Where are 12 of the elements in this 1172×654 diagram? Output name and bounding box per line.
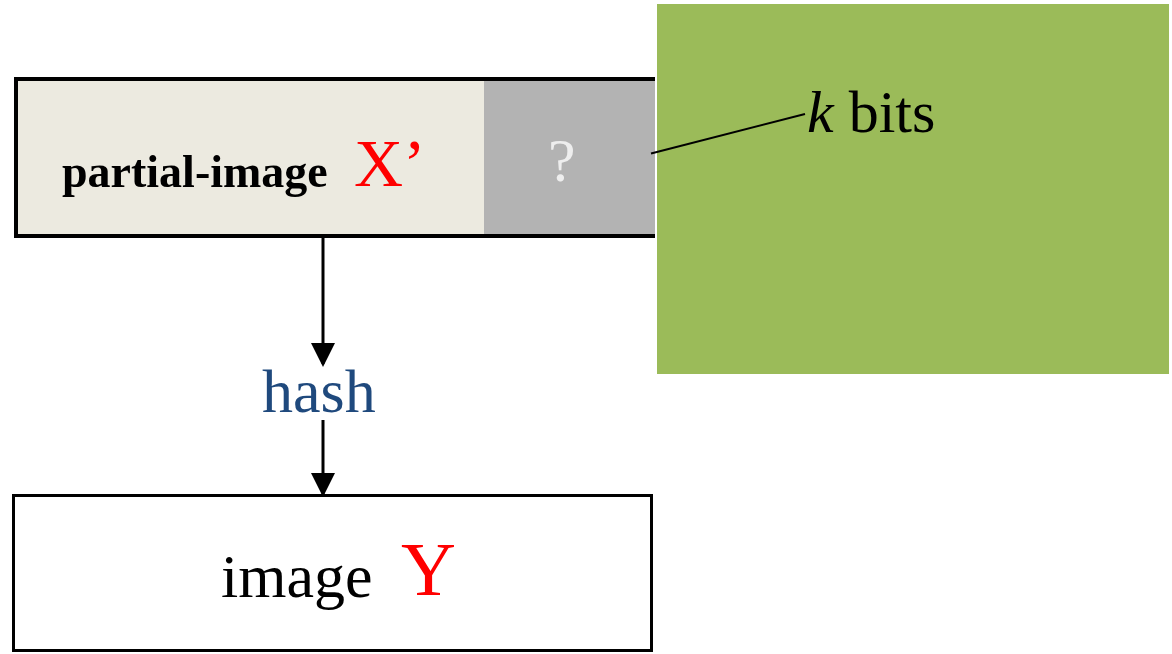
question-mark: ? [548,129,576,191]
variable-label: Y [401,531,456,607]
bits-text: k bits [807,82,936,142]
leader-line [650,113,806,155]
variable-label: X’ [354,129,426,197]
hash-text: hash [262,360,376,422]
unknown-bits-box [484,81,655,234]
input-box [14,77,655,238]
arrow [311,238,335,367]
partial-label: partial-image [62,149,328,195]
filled-rectangle [657,4,1169,374]
output-box [12,494,653,652]
